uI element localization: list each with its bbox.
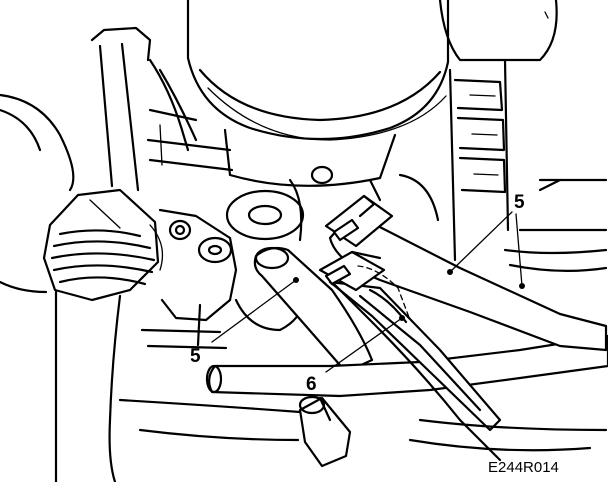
bent-pipe [90, 26, 234, 192]
left-body [0, 93, 75, 192]
leader-lines [211, 211, 525, 373]
hose-clamp-upper [324, 194, 394, 248]
right-hoses [118, 178, 608, 452]
reference-code: E244R014 [488, 459, 559, 476]
large-left-hose [0, 280, 122, 484]
diagonal-hoses [328, 218, 608, 462]
callout-6: 6 [306, 374, 317, 395]
ribbed-housing [438, 0, 558, 262]
bottom-bolt [298, 395, 352, 468]
callout-5-left: 5 [190, 346, 201, 367]
callout-5-right: 5 [514, 192, 525, 213]
left-small-hose [253, 246, 374, 374]
corrugated-boot [42, 188, 164, 302]
horizontal-hose [205, 334, 608, 398]
cylinder-housing [186, 0, 450, 187]
hose-clamp-lower [318, 250, 386, 292]
